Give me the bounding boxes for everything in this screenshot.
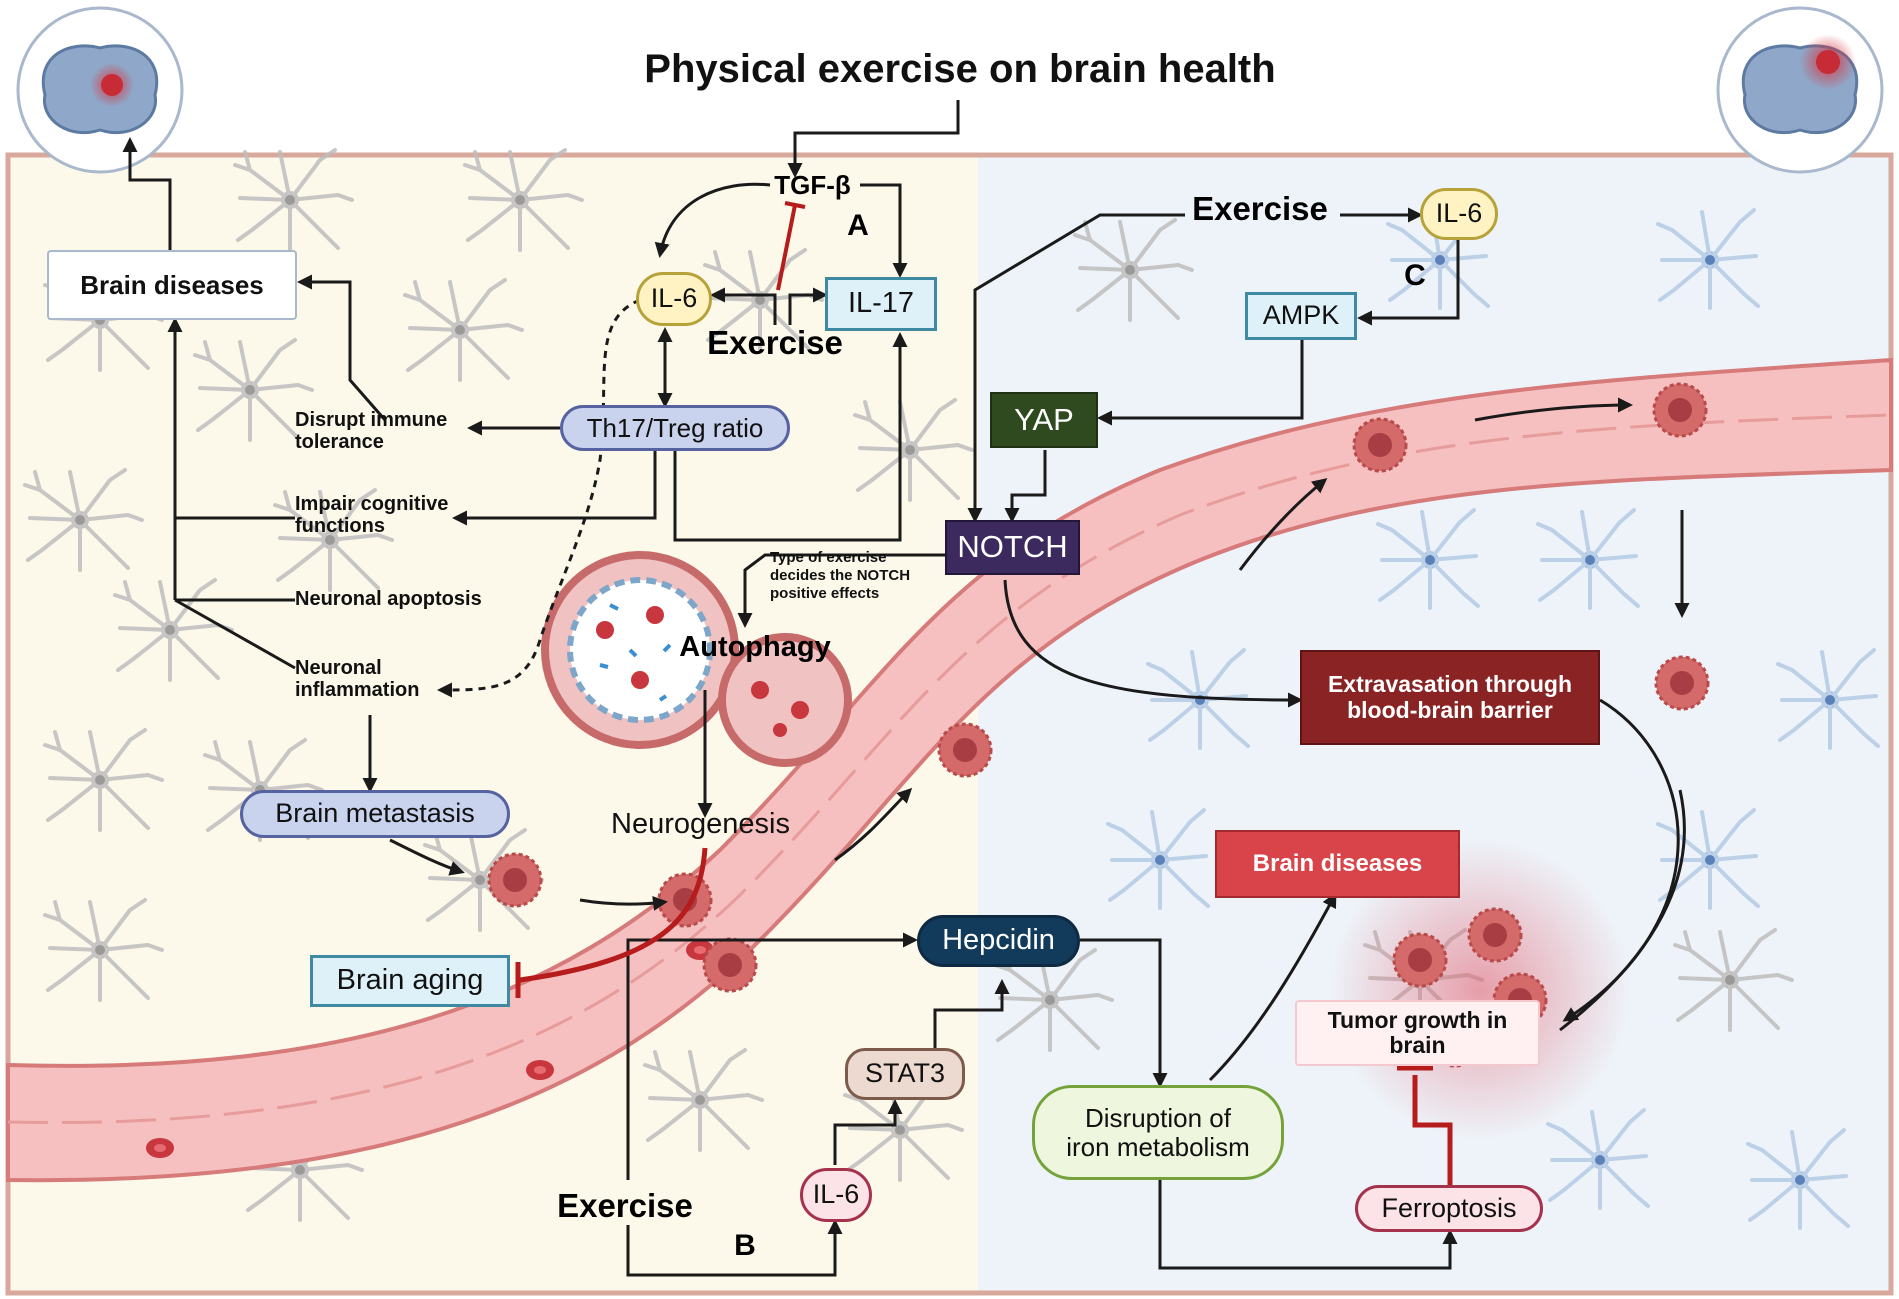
neuronal-inflammation-label: Neuronal inflammation [295, 657, 420, 701]
diagram-title: Physical exercise on brain health [644, 47, 1276, 91]
impair-cognitive-label: Impair cognitive functions [295, 493, 449, 537]
exercise-label-a: Exercise [707, 323, 843, 361]
hepcidin-node: Hepcidin [917, 915, 1080, 967]
extravasation-node: Extravasation through blood-brain barrie… [1300, 650, 1600, 745]
section-label-b: B [734, 1228, 756, 1262]
ampk-node: AMPK [1245, 292, 1357, 340]
brain-left-icon [16, 6, 184, 174]
iron-metabolism-node: Disruption of iron metabolism [1032, 1085, 1284, 1180]
disrupt-immune-label: Disrupt immune tolerance [295, 409, 448, 453]
brain-aging-node: Brain aging [310, 955, 510, 1007]
diagram-frame [5, 152, 1894, 1296]
brain-diseases-node-right: Brain diseases [1215, 830, 1460, 898]
th17-treg-node: Th17/Treg ratio [560, 405, 790, 451]
stat3-node: STAT3 [845, 1048, 965, 1100]
notch-node: NOTCH [945, 520, 1080, 575]
brain-diseases-node-left: Brain diseases [47, 250, 297, 320]
neurogenesis-label: Neurogenesis [611, 808, 790, 841]
brain-metastasis-node: Brain metastasis [240, 790, 510, 838]
autophagy-label: Autophagy [679, 631, 831, 664]
neuronal-apoptosis-label: Neuronal apoptosis [295, 588, 482, 610]
ferroptosis-node: Ferroptosis [1355, 1185, 1543, 1232]
tgf-beta-label: TGF-β [774, 169, 851, 200]
il6-node-c: IL-6 [1420, 188, 1498, 240]
il6-node-a: IL-6 [636, 272, 712, 326]
exercise-label-c: Exercise [1192, 189, 1328, 227]
type-of-exercise-label: Type of exercise decides the NOTCH posit… [770, 549, 911, 602]
exercise-label-b: Exercise [557, 1186, 693, 1224]
yap-node: YAP [990, 392, 1098, 448]
il6-node-b: IL-6 [800, 1168, 872, 1222]
autophagosome-icon [541, 551, 852, 767]
section-label-a: A [847, 208, 869, 242]
brain-right-icon [1716, 6, 1884, 174]
tumor-growth-node: Tumor growth in brain [1295, 1000, 1540, 1066]
il17-node: IL-17 [825, 277, 937, 331]
section-label-c: C [1404, 258, 1426, 292]
